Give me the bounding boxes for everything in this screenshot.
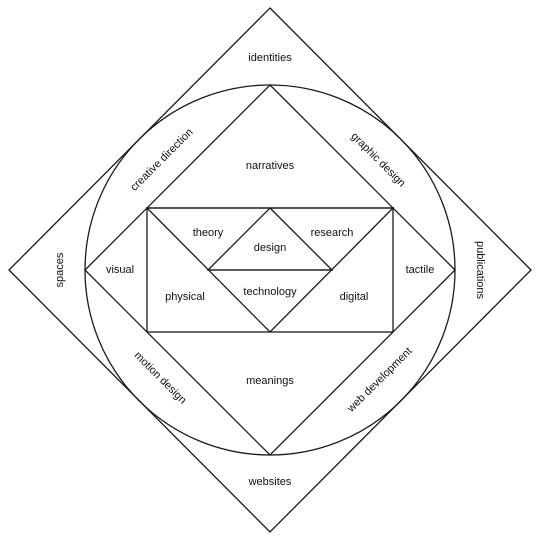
- label-identities: identities: [248, 52, 292, 64]
- label-technology: technology: [243, 286, 297, 298]
- label-digital: digital: [340, 291, 369, 303]
- label-graphic-design: graphic design: [349, 130, 408, 189]
- label-websites: websites: [248, 476, 292, 488]
- label-visual: visual: [106, 264, 134, 276]
- label-physical: physical: [165, 291, 205, 303]
- label-design: design: [254, 242, 286, 254]
- label-web-development: web development: [344, 345, 414, 415]
- label-publications: publications: [474, 241, 486, 300]
- design-triangle: [206, 207, 334, 271]
- label-creative-direction: creative direction: [128, 126, 195, 193]
- label-spaces: spaces: [54, 252, 66, 287]
- label-motion-design: motion design: [132, 349, 189, 406]
- label-narratives: narratives: [246, 160, 295, 172]
- label-theory: theory: [193, 227, 224, 239]
- label-research: research: [311, 227, 354, 239]
- outer-diamond: [8, 7, 532, 533]
- label-tactile: tactile: [406, 264, 435, 276]
- label-meanings: meanings: [246, 375, 294, 387]
